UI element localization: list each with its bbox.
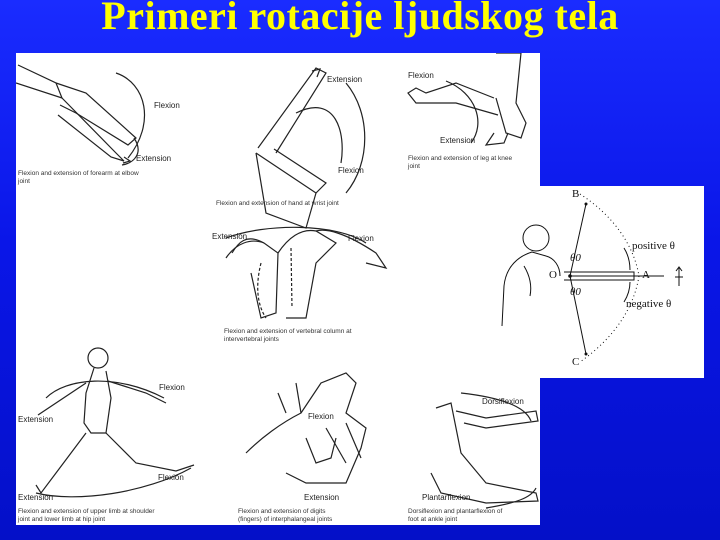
fingers-flexion-label: Flexion — [308, 412, 334, 421]
wrist-illustration — [255, 67, 366, 229]
knee-caption-line1: Flexion and extension of leg at knee — [408, 155, 513, 162]
ankle-caption-line2: foot at ankle joint — [408, 515, 458, 523]
fingers-illustration — [245, 372, 367, 484]
ankle-caption: Dorsiflexion and plantarflexion of foot … — [408, 508, 538, 523]
knee-caption-line2: joint — [408, 162, 420, 170]
wrist-caption: Flexion and extension of hand at wrist j… — [216, 200, 416, 208]
positive-theta-label: positive θ — [632, 240, 675, 252]
line-ob — [569, 203, 587, 277]
shoulder-hip-caption: Flexion and extension of upper limb at s… — [18, 508, 228, 523]
elbow-caption-line2: joint — [18, 177, 30, 185]
spine-caption-line2: intervertebral joints — [224, 335, 279, 343]
shoulder-hip-caption-line2: joint and lower limb at hip joint — [18, 515, 106, 523]
anatomy-drawings — [16, 53, 539, 509]
fingers-caption-line1: Flexion and extension of digits — [238, 508, 326, 515]
head-outline — [522, 224, 550, 252]
elbow-illustration — [16, 64, 145, 166]
point-b-dot — [584, 202, 588, 206]
elbow-extension-label: Extension — [136, 154, 172, 163]
elbow-flexion-label: Flexion — [154, 101, 180, 110]
theta-top-label: θ0 — [570, 252, 581, 264]
spine-caption-line1: Flexion and extension of vertebral colum… — [224, 328, 352, 335]
wrist-caption-line1: Flexion and extension of hand at wrist j… — [216, 200, 339, 207]
point-a-label: A — [642, 269, 650, 281]
wrist-flexion-label: Flexion — [338, 166, 364, 175]
rotation-arc — [579, 193, 640, 363]
theta-bottom-label: θ0 — [570, 286, 581, 298]
spine-caption: Flexion and extension of vertebral colum… — [224, 328, 424, 343]
fingers-caption-line2: (fingers) of interphalangeal joints — [238, 515, 333, 523]
point-c-label: C — [572, 356, 580, 368]
shoulder-extension-label: Extension — [18, 415, 54, 424]
point-c-dot — [584, 352, 588, 356]
shoulder-hip-illustration — [35, 347, 195, 498]
ankle-plantarflexion-label: Plantarflexion — [422, 493, 471, 502]
hip-flexion-label: Flexion — [158, 473, 184, 482]
ankle-caption-line1: Dorsiflexion and plantarflexion of — [408, 508, 503, 515]
point-b-label: B — [572, 188, 580, 200]
spine-illustration — [225, 226, 388, 319]
wrist-extension-label: Extension — [327, 75, 363, 84]
point-o-label: O — [549, 269, 557, 281]
ankle-illustration — [430, 392, 539, 509]
negative-theta-label: negative θ — [626, 298, 672, 310]
fingers-extension-label: Extension — [304, 493, 340, 502]
elbow-caption: Flexion and extension of forearm at elbo… — [18, 170, 218, 185]
point-o-dot — [568, 274, 572, 278]
line-oc — [569, 275, 587, 355]
shoulder-flexion-label: Flexion — [159, 383, 185, 392]
slide-title: Primeri rotacije ljudskog tela — [101, 0, 619, 38]
spine-extension-label: Extension — [212, 232, 248, 241]
fingers-caption: Flexion and extension of digits (fingers… — [238, 508, 408, 523]
ankle-dorsiflexion-label: Dorsiflexion — [482, 397, 524, 406]
rotation-diagram-drawing — [501, 193, 683, 363]
spine-flexion-label: Flexion — [348, 234, 374, 243]
knee-extension-label: Extension — [440, 136, 476, 145]
knee-caption: Flexion and extension of leg at knee joi… — [408, 155, 538, 170]
rotation-angle-diagram: B C O A θ0 θ0 positive θ negative θ — [494, 186, 704, 378]
torso-outline — [501, 251, 561, 327]
anatomy-figure-panel: Flexion Extension Flexion and extension … — [16, 53, 540, 525]
elbow-caption-line1: Flexion and extension of forearm at elbo… — [18, 170, 139, 177]
knee-illustration — [407, 53, 527, 146]
hip-extension-label: Extension — [18, 493, 54, 502]
knee-flexion-label: Flexion — [408, 71, 434, 80]
shoulder-hip-caption-line1: Flexion and extension of upper limb at s… — [18, 508, 155, 515]
